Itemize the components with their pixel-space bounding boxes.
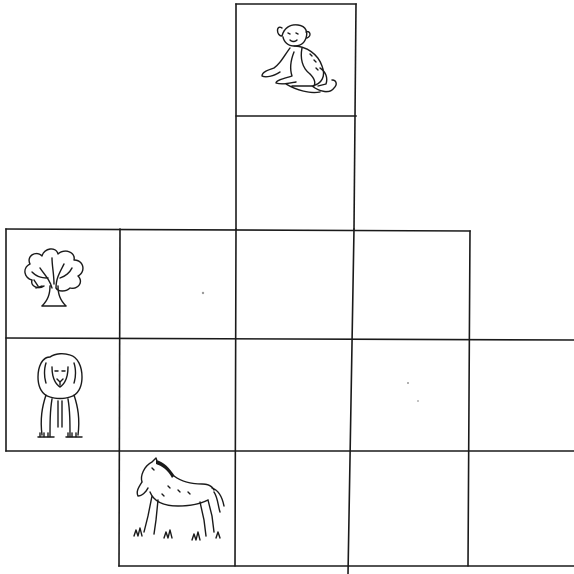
cell-r3c2: [237, 339, 351, 450]
cell-r3c0: [7, 339, 119, 450]
cell-r1c2: [237, 117, 355, 228]
cell-r2c2: [237, 230, 353, 337]
grid-cells: [7, 5, 573, 565]
cell-r4c3: [350, 452, 467, 565]
cell-r3c1: [121, 339, 235, 450]
cell-r2c1: [121, 230, 235, 337]
cell-r3c4: [469, 340, 573, 451]
cell-r4c4: [469, 452, 573, 565]
cell-r2c0: [7, 230, 119, 337]
cell-r2c3: [355, 231, 469, 338]
cell-r0c2: [237, 5, 355, 115]
cell-r4c1: [121, 452, 235, 565]
cell-r4c2: [237, 452, 349, 565]
cell-r3c3: [353, 340, 467, 451]
